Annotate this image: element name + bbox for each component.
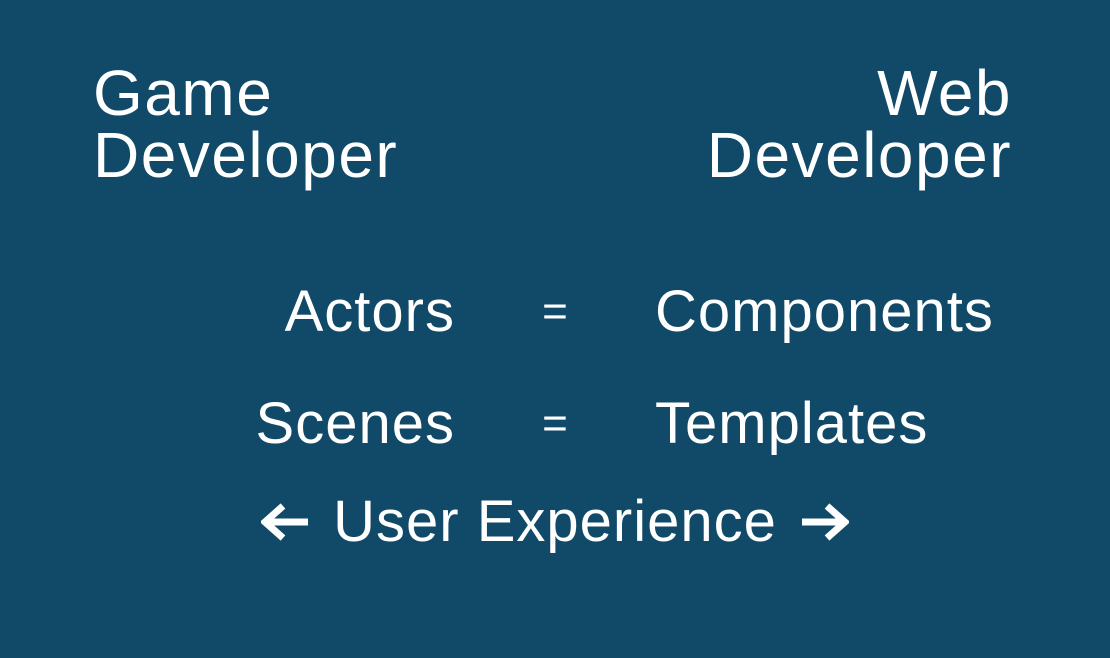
equation-left-term: Scenes <box>255 391 455 456</box>
game-developer-title: Game Developer <box>93 57 399 191</box>
equation-row-actors: Actors = Components <box>0 282 1110 342</box>
equals-sign: = <box>542 287 568 336</box>
user-experience-label: User Experience <box>333 489 777 554</box>
right-arrow-icon <box>799 502 849 542</box>
user-experience-row: User Experience <box>0 492 1110 552</box>
title-line: Developer <box>706 119 1012 191</box>
web-developer-title: Web Developer <box>706 57 1012 191</box>
equation-row-scenes: Scenes = Templates <box>0 394 1110 454</box>
equation-right-term: Components <box>655 279 994 344</box>
equation-right-term: Templates <box>655 391 929 456</box>
left-arrow-icon <box>261 502 311 542</box>
title-line: Web <box>877 57 1012 129</box>
title-line: Developer <box>93 119 399 191</box>
title-row: Game Developer Web Developer <box>93 57 1012 191</box>
equation-left-term: Actors <box>284 279 455 344</box>
title-line: Game <box>93 57 274 129</box>
equals-sign: = <box>542 399 568 448</box>
